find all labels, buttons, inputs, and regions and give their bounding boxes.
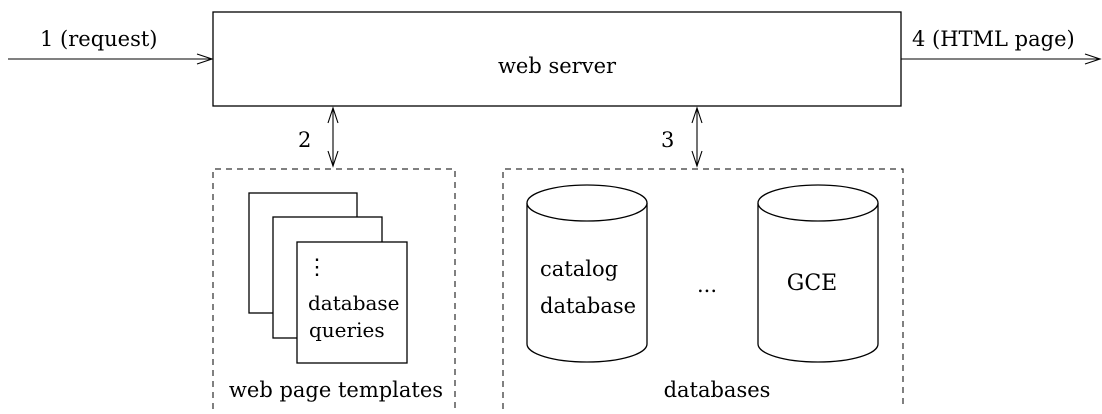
request-label: 1 (request) <box>40 27 158 51</box>
templates-group-label: web page templates <box>229 378 443 402</box>
template-page-ellipsis: ⋮ <box>306 255 328 280</box>
template-page-front <box>296 241 408 364</box>
databases-gap-dots: ... <box>697 273 717 297</box>
databases-link-arrowhead-bottom <box>691 150 703 168</box>
catalog-database-cylinder <box>526 184 648 363</box>
gce-database-cylinder <box>757 184 879 363</box>
catalog-database-label-line2: database <box>540 294 636 318</box>
template-page-text-line2: queries <box>309 318 385 342</box>
templates-link-label: 2 <box>298 128 311 152</box>
response-label: 4 (HTML page) <box>912 27 1075 51</box>
catalog-database-label-line1: catalog <box>540 257 618 281</box>
databases-group-border <box>502 168 904 409</box>
databases-link-label: 3 <box>661 128 674 152</box>
response-arrowhead <box>1084 53 1102 65</box>
request-arrowhead <box>196 53 214 65</box>
templates-link-arrowhead-bottom <box>327 150 339 168</box>
web-server-label: web server <box>498 54 617 78</box>
gce-database-label: GCE <box>787 271 837 296</box>
templates-link-arrowhead-top <box>327 106 339 124</box>
databases-group-label: databases <box>664 378 771 402</box>
databases-link-arrowhead-top <box>691 106 703 124</box>
template-page-text-line1: database <box>308 291 400 315</box>
